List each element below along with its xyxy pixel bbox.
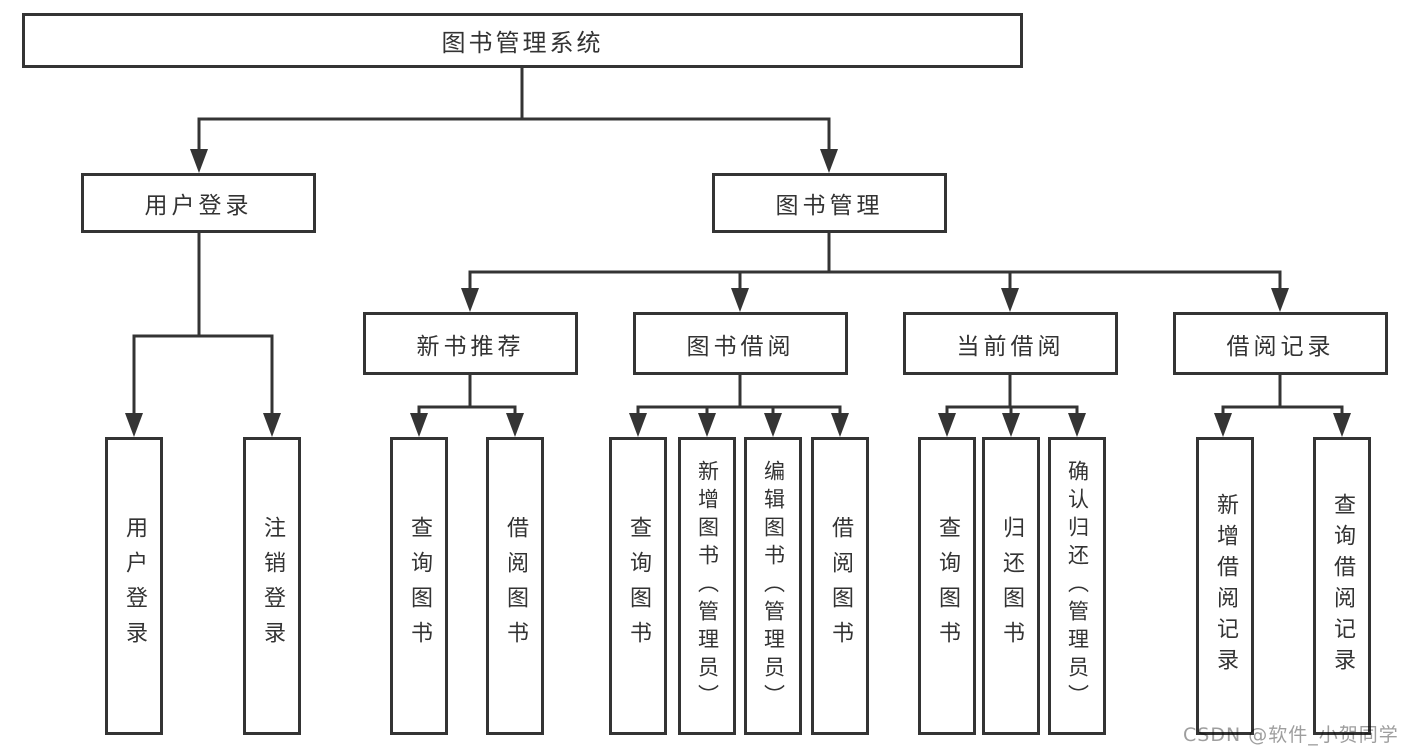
arrow-down-icon	[1333, 413, 1351, 437]
arrow-down-icon	[1001, 288, 1019, 312]
node-label: 图书借阅	[686, 333, 795, 360]
wire-borrowing-to-leaves	[636, 373, 842, 421]
node-label: 图书管理系统	[441, 29, 604, 57]
node-book-borrowing: 图书借阅	[633, 312, 848, 375]
wire-records-to-leaves	[1221, 373, 1344, 421]
node-library-management-system: 图书管理系统	[22, 13, 1023, 68]
leaf-label: 编辑图书（管理员）	[761, 460, 786, 712]
leaf-label: 查询图书	[935, 516, 960, 656]
wire-userlogin-to-leaves	[132, 231, 274, 421]
node-user-login: 用户登录	[81, 173, 316, 233]
node-current-borrowing: 当前借阅	[903, 312, 1118, 375]
leaf-label: 查询图书	[407, 516, 432, 656]
leaf-query-books-recommend: 查询图书	[390, 437, 448, 735]
leaf-label: 查询借阅记录	[1330, 493, 1355, 679]
leaf-edit-books-admin: 编辑图书（管理员）	[744, 437, 802, 735]
leaf-logout: 注销登录	[243, 437, 301, 735]
leaf-label: 新增图书（管理员）	[695, 460, 720, 712]
node-label: 新书推荐	[416, 333, 525, 360]
leaf-query-borrow-record: 查询借阅记录	[1313, 437, 1371, 735]
leaf-borrow-books-recommend: 借阅图书	[486, 437, 544, 735]
leaf-query-books-current: 查询图书	[918, 437, 976, 735]
watermark-text: CSDN @软件_小贺同学	[1183, 724, 1399, 746]
arrow-down-icon	[1002, 413, 1020, 437]
leaf-return-books: 归还图书	[982, 437, 1040, 735]
node-label: 当前借阅	[956, 333, 1065, 360]
arrow-down-icon	[731, 288, 749, 312]
node-label: 用户登录	[144, 193, 253, 219]
arrow-down-icon	[461, 288, 479, 312]
leaf-query-books-borrowing: 查询图书	[609, 437, 667, 735]
wire-current-to-leaves	[945, 373, 1079, 421]
arrow-down-icon	[506, 413, 524, 437]
arrow-down-icon	[831, 413, 849, 437]
leaf-label: 确认归还（管理员）	[1065, 460, 1090, 712]
leaf-label: 用户登录	[122, 516, 147, 656]
leaf-label: 借阅图书	[503, 516, 528, 656]
leaf-add-borrow-record: 新增借阅记录	[1196, 437, 1254, 735]
node-borrowing-records: 借阅记录	[1173, 312, 1388, 375]
wire-newbook-to-leaves	[417, 373, 517, 421]
node-label: 借阅记录	[1226, 333, 1335, 360]
node-label: 图书管理	[775, 193, 884, 219]
arrow-down-icon	[410, 413, 428, 437]
leaf-user-login: 用户登录	[105, 437, 163, 735]
leaf-label: 注销登录	[260, 516, 285, 656]
node-new-book-recommend: 新书推荐	[363, 312, 578, 375]
arrow-down-icon	[125, 413, 143, 437]
leaf-label: 查询图书	[626, 516, 651, 656]
leaf-borrow-books-borrowing: 借阅图书	[811, 437, 869, 735]
wire-root-to-level2	[197, 65, 831, 157]
arrow-down-icon	[820, 149, 838, 173]
arrow-down-icon	[698, 413, 716, 437]
arrow-down-icon	[263, 413, 281, 437]
arrow-down-icon	[1068, 413, 1086, 437]
arrow-down-icon	[938, 413, 956, 437]
arrow-down-icon	[1271, 288, 1289, 312]
leaf-add-books-admin: 新增图书（管理员）	[678, 437, 736, 735]
arrow-down-icon	[1214, 413, 1232, 437]
wire-bookmgmt-to-level3	[468, 231, 1282, 296]
leaf-label: 新增借阅记录	[1213, 493, 1238, 679]
leaf-label: 借阅图书	[828, 516, 853, 656]
arrow-down-icon	[190, 149, 208, 173]
leaf-label: 归还图书	[999, 516, 1024, 656]
arrow-down-icon	[629, 413, 647, 437]
node-book-management: 图书管理	[712, 173, 947, 233]
arrow-down-icon	[764, 413, 782, 437]
leaf-confirm-return-admin: 确认归还（管理员）	[1048, 437, 1106, 735]
